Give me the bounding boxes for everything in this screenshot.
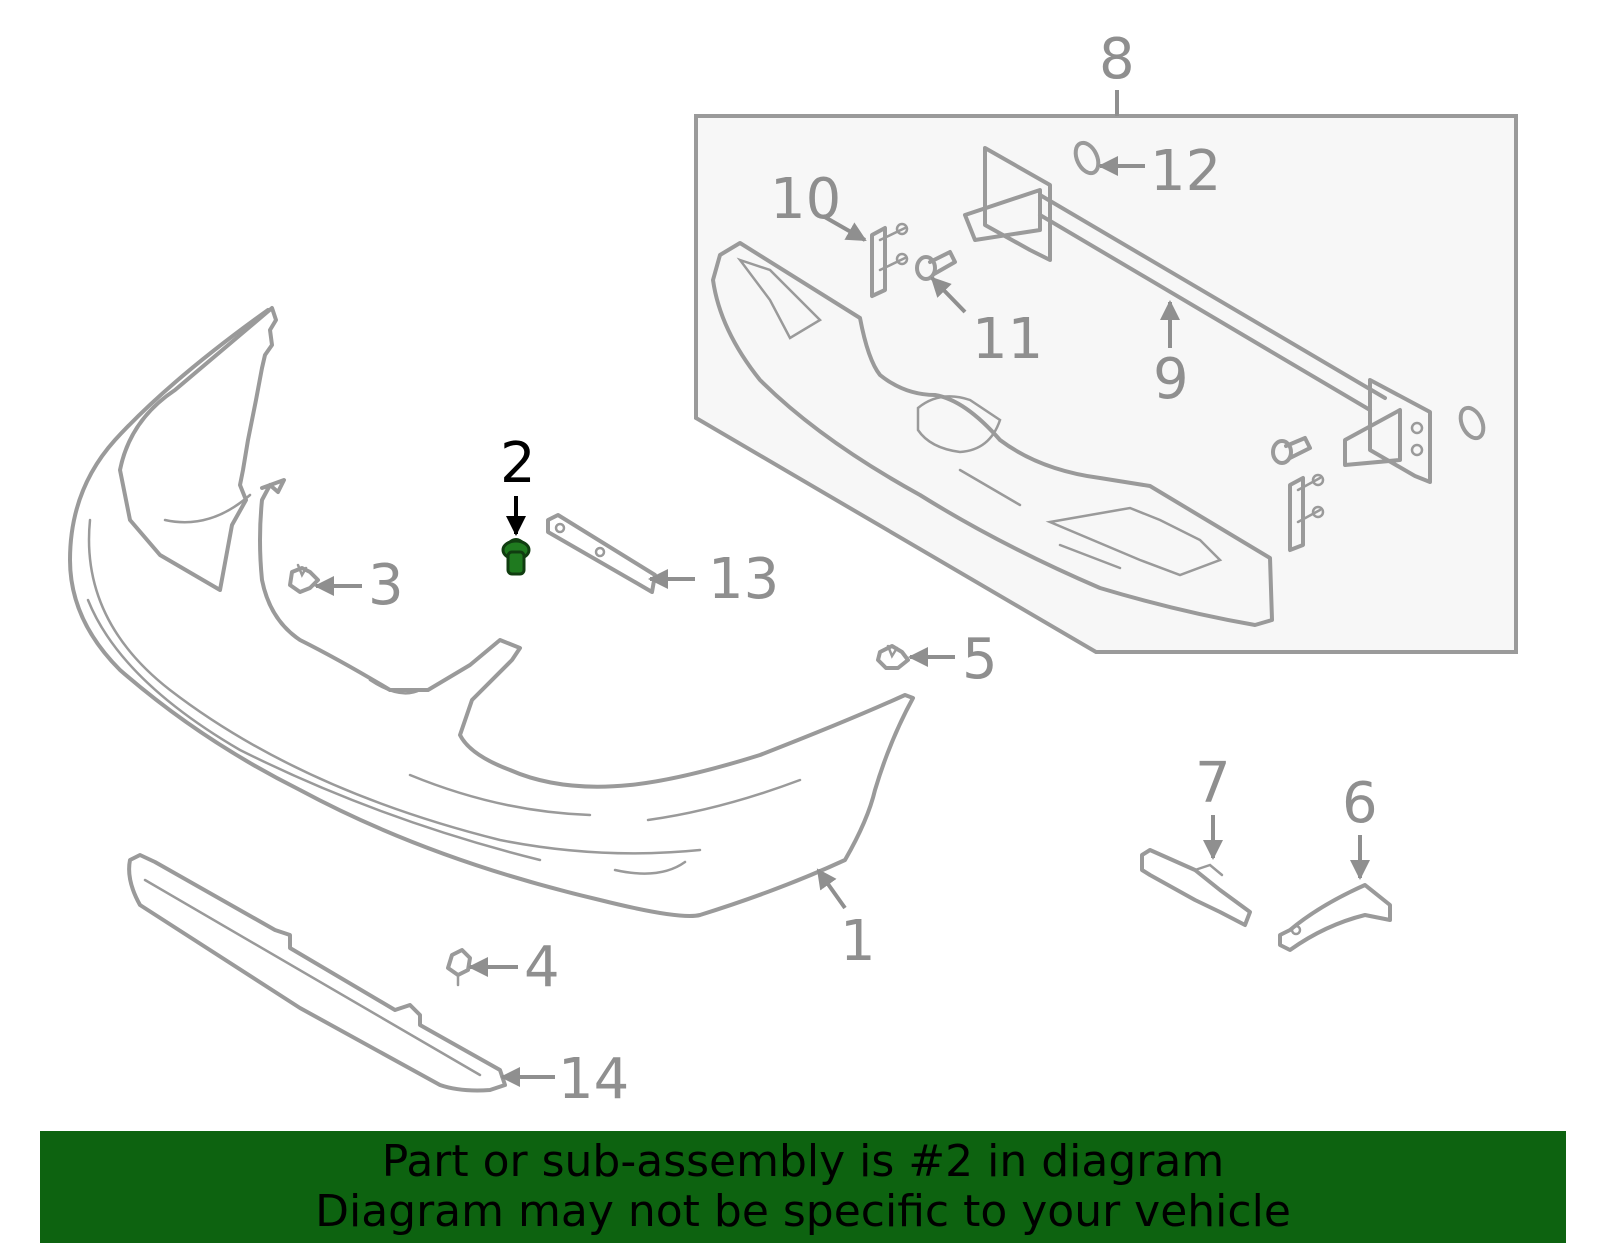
clip-4 (446, 948, 472, 987)
callout-1: 1 (840, 909, 876, 974)
callout-9: 9 (1153, 347, 1189, 412)
callout-10: 10 (770, 167, 841, 232)
assembly-box-8 (694, 90, 1518, 654)
clip-3 (288, 563, 320, 594)
energy-absorber (711, 241, 1274, 627)
side-bracket-13 (546, 513, 657, 594)
parts-diagram: 1 2 3 4 5 6 7 8 9 10 11 12 13 14 (68, 27, 1518, 1112)
stud-bracket-10 (870, 222, 909, 298)
callout-5: 5 (962, 627, 998, 692)
info-banner: Part or sub-assembly is #2 in diagram Di… (40, 1131, 1566, 1243)
push-pin-2-highlighted[interactable] (501, 538, 531, 576)
callout-3: 3 (368, 553, 404, 618)
callout-12: 12 (1150, 139, 1221, 204)
callout-7: 7 (1195, 751, 1231, 816)
bolt-11 (915, 250, 957, 281)
callout-2[interactable]: 2 (500, 431, 536, 496)
clip-5 (876, 644, 910, 670)
bumper-cover (68, 306, 915, 918)
callout-11: 11 (972, 307, 1043, 372)
stud-bracket-right (1288, 473, 1325, 552)
bolt-right (1271, 436, 1312, 465)
bracket-7 (1140, 848, 1252, 927)
callout-13: 13 (708, 547, 779, 612)
bracket-6 (1278, 883, 1392, 952)
callout-6: 6 (1342, 771, 1378, 836)
grommet-12 (1073, 140, 1101, 176)
bumper-reinforcement-bar (963, 146, 1432, 484)
callout-14: 14 (558, 1047, 629, 1112)
grommet-right (1458, 405, 1486, 441)
callout-4: 4 (524, 935, 560, 1000)
banner-line-2: Diagram may not be specific to your vehi… (315, 1186, 1291, 1237)
lower-valance (127, 853, 507, 1093)
callout-8: 8 (1099, 27, 1135, 92)
banner-line-1: Part or sub-assembly is #2 in diagram (381, 1136, 1225, 1187)
